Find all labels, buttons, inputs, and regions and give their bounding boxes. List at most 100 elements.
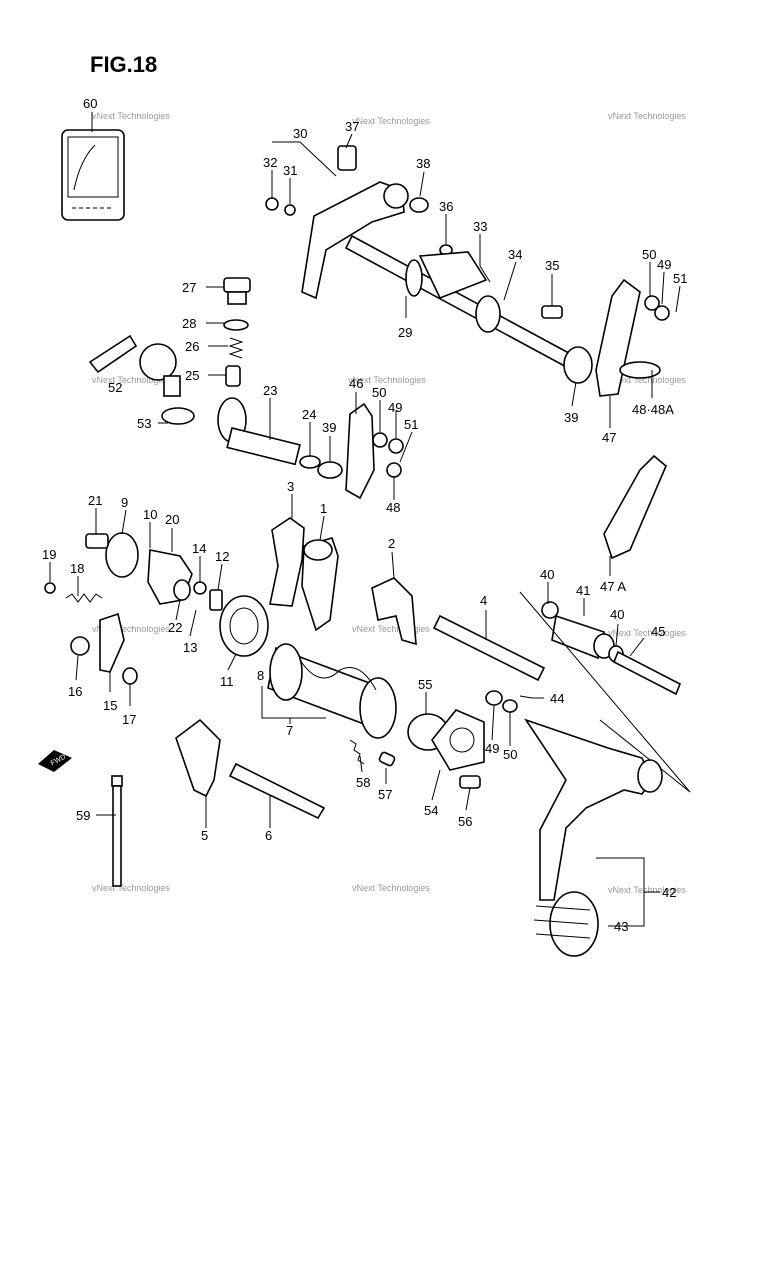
watermark-text: vNext Technologies: [608, 375, 686, 385]
callout: 51: [673, 271, 687, 286]
gear-shift-shaft: [344, 234, 593, 384]
watermark-text: vNext Technologies: [92, 624, 170, 634]
callout: 50: [372, 385, 386, 400]
callout: 31: [283, 163, 297, 178]
shift-shaft-stopper: [217, 397, 343, 479]
callout: 48·48A: [632, 402, 674, 417]
watermark-text: vNext Technologies: [608, 885, 686, 895]
callout: 29: [398, 325, 412, 340]
callout: 58: [356, 775, 370, 790]
shift-arm-assembly: [265, 145, 453, 300]
gear-shift-cam: [267, 643, 397, 739]
watermark-text: vNext Technologies: [608, 111, 686, 121]
callout: 49: [388, 400, 402, 415]
callout: 25: [185, 368, 199, 383]
callout: 49: [485, 741, 499, 756]
callout: 46: [349, 376, 363, 391]
callout: 20: [165, 512, 179, 527]
shift-fork-5: [175, 718, 326, 820]
callout: 38: [416, 156, 430, 171]
callout: 57: [378, 787, 392, 802]
watermark-text: vNext Technologies: [92, 111, 170, 121]
callout: 50: [642, 247, 656, 262]
callout: 5: [201, 828, 208, 843]
callout: 27: [182, 280, 196, 295]
callout: 2: [388, 536, 395, 551]
watermark-text: vNext Technologies: [608, 628, 686, 638]
callout: 11: [220, 674, 234, 689]
stopper-spring-pin: [349, 739, 396, 767]
callout: 55: [418, 677, 432, 692]
callout: 49: [657, 257, 671, 272]
cam-stopper-plate: [85, 532, 223, 611]
fork-shaft-4: [432, 614, 546, 682]
watermark-text: vNext Technologies: [352, 624, 430, 634]
callout: 43: [614, 919, 628, 934]
fwd-arrow-icon: FWD: [38, 750, 72, 772]
callout: 37: [345, 119, 359, 134]
callout: 15: [103, 698, 117, 713]
callout: 40: [610, 607, 624, 622]
callout: 51: [404, 417, 418, 432]
callout: 47: [602, 430, 616, 445]
callout: 41: [576, 583, 590, 598]
watermark-text: vNext Technologies: [348, 375, 426, 385]
watermark-text: vNext Technologies: [92, 883, 170, 893]
shift-lever-46: [345, 402, 404, 500]
callout: 34: [508, 247, 522, 262]
gear-indicator-label: [61, 129, 125, 221]
callout: 21: [88, 493, 102, 508]
callout: 17: [122, 712, 136, 727]
callout: 1: [320, 501, 327, 516]
shift-cam-bearing: [219, 595, 269, 657]
callout: 50: [503, 747, 517, 762]
callout: 54: [424, 803, 438, 818]
callout: 42: [662, 885, 676, 900]
callout: 47 A: [600, 579, 626, 594]
neutral-switch: [88, 334, 195, 425]
callout: 23: [263, 383, 277, 398]
callout: 22: [168, 620, 182, 635]
neutral-switch-bolt: [223, 277, 251, 387]
callout: 30: [293, 126, 307, 141]
watermark-text: vNext Technologies: [352, 883, 430, 893]
callout: 14: [192, 541, 206, 556]
callout: 52: [108, 380, 122, 395]
callout: 9: [121, 495, 128, 510]
callout: 56: [458, 814, 472, 829]
callout-labels: 60 37 30 32 31 38 36 33 34 35 50 49 51 2…: [42, 96, 687, 934]
callout: 45: [651, 624, 665, 639]
callout: 16: [68, 684, 82, 699]
gearshift-pedal: [519, 591, 691, 957]
callout: 35: [545, 258, 559, 273]
callout: 6: [265, 828, 272, 843]
leader-lines: [49, 112, 681, 927]
callout: 60: [83, 96, 97, 111]
callout: 28: [182, 316, 196, 331]
callout: 53: [137, 416, 151, 431]
figure-title: FIG.18: [90, 52, 157, 77]
callout: 26: [185, 339, 199, 354]
callout: 36: [439, 199, 453, 214]
callout: 40: [540, 567, 554, 582]
shift-lever-arm: [595, 278, 670, 397]
callout: 39: [564, 410, 578, 425]
callout: 10: [143, 507, 157, 522]
callout: 33: [473, 219, 487, 234]
callout: 7: [286, 723, 293, 738]
bearing-retainer: [407, 709, 485, 789]
cam-stopper-spring: [44, 582, 138, 685]
cable-tie: [111, 775, 123, 887]
callout: 39: [322, 420, 336, 435]
callout: 4: [480, 593, 487, 608]
callout: 19: [42, 547, 56, 562]
callout: 24: [302, 407, 316, 422]
small-bolt-35: [541, 305, 563, 319]
callout: 44: [550, 691, 564, 706]
watermark-text: vNext Technologies: [92, 375, 170, 385]
callout: 13: [183, 640, 197, 655]
callout: 3: [287, 479, 294, 494]
callout: 48: [386, 500, 400, 515]
callout: 18: [70, 561, 84, 576]
